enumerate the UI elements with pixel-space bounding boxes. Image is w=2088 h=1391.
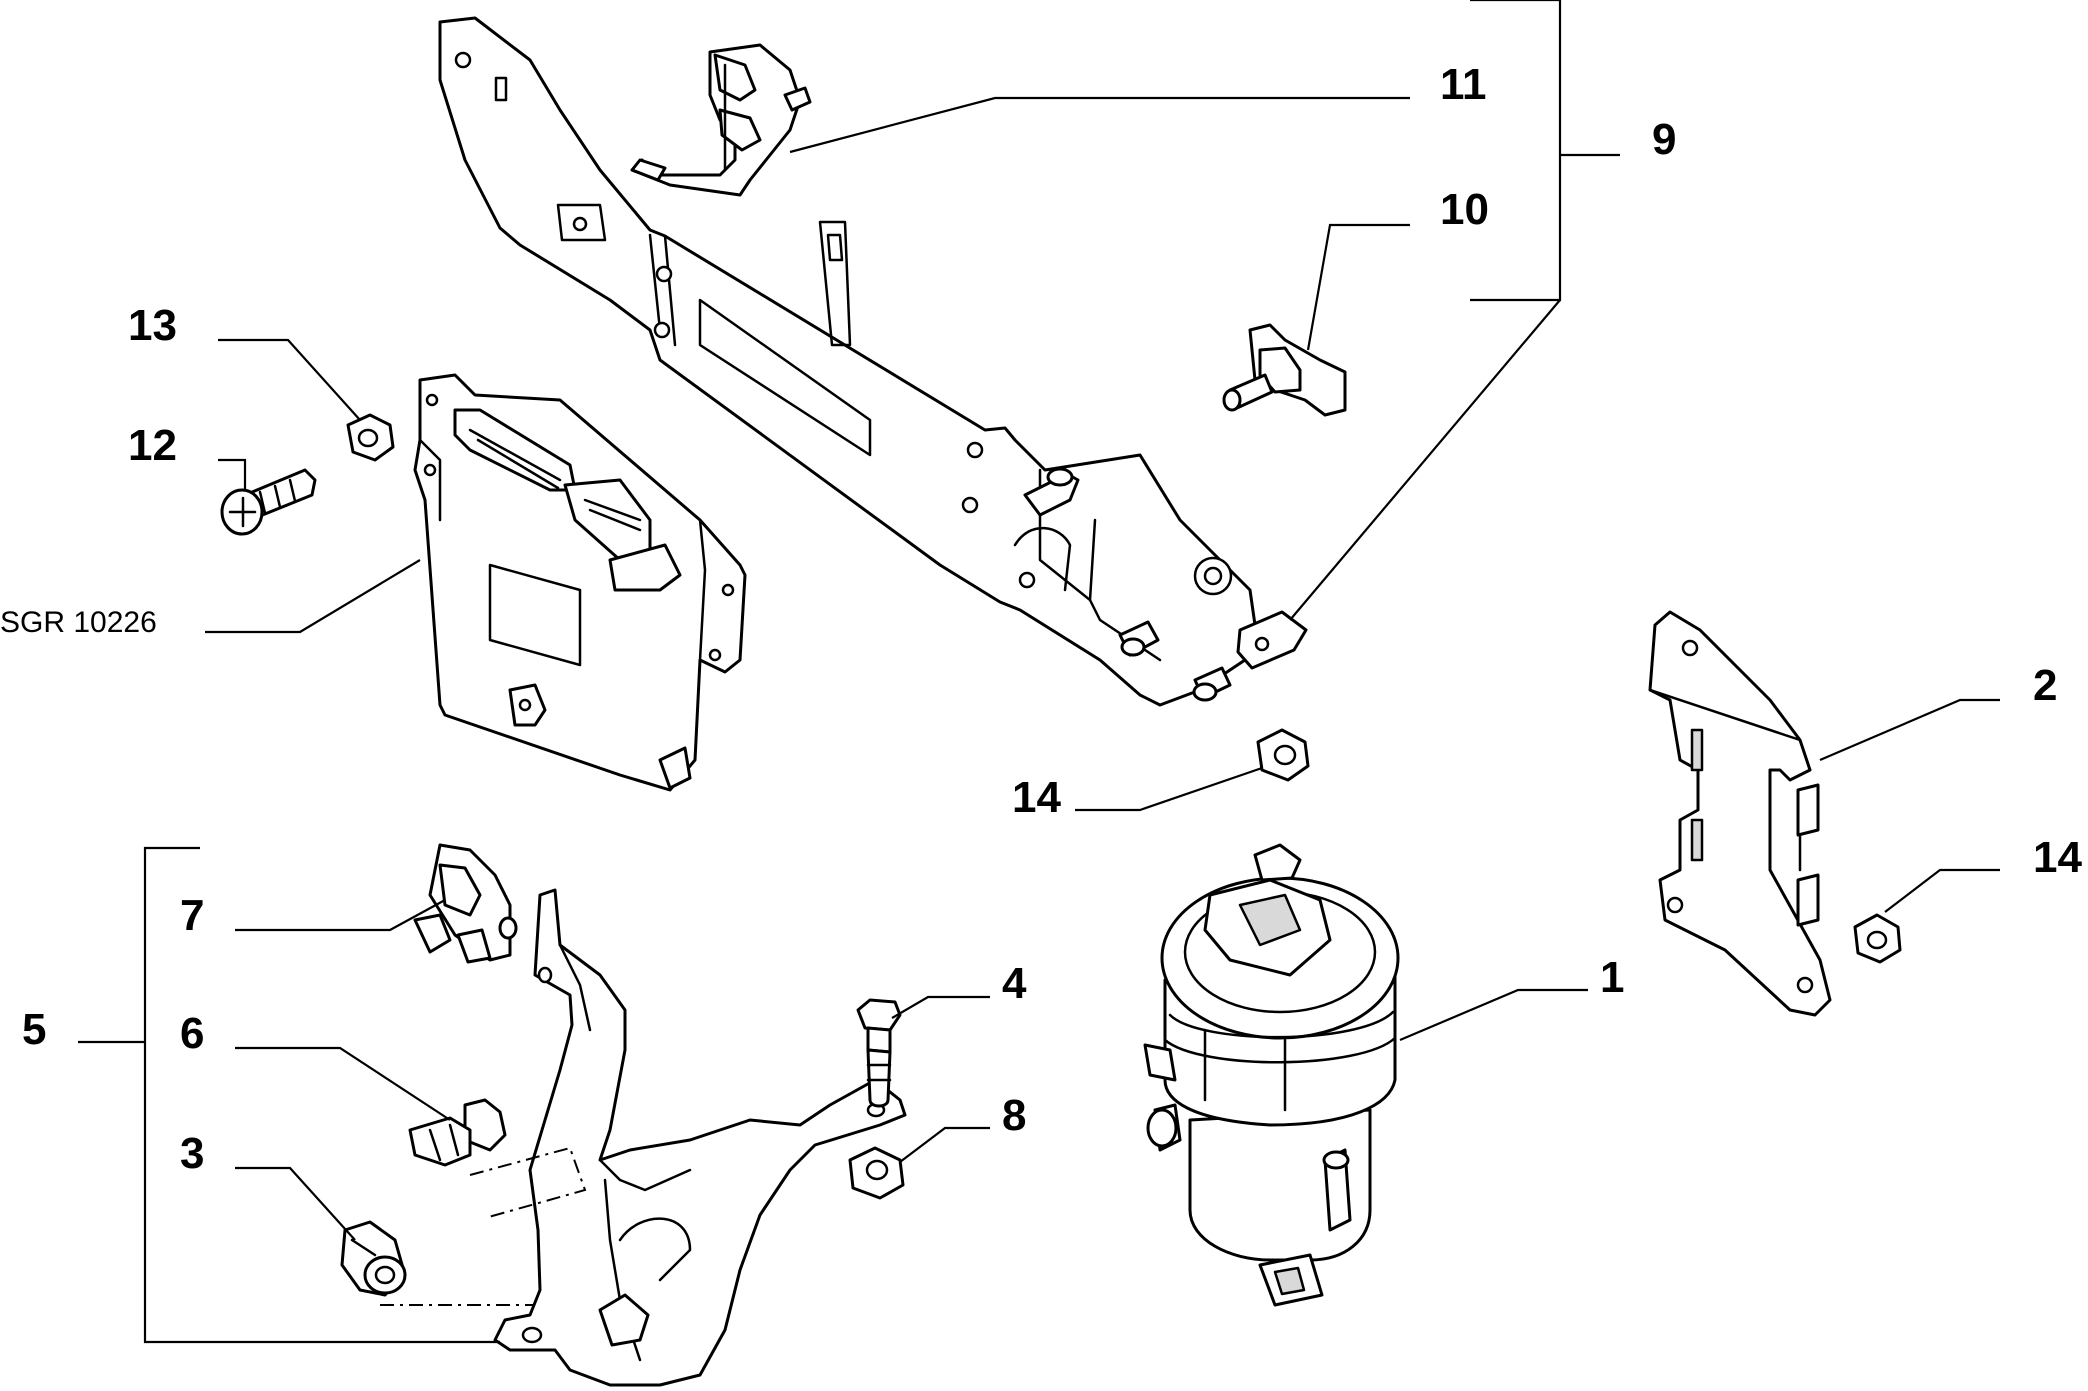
leader-14b <box>1884 868 2000 913</box>
callout-5: 5 <box>22 1005 46 1054</box>
leader-14a <box>1075 766 1263 812</box>
nut-part-8 <box>848 1146 905 1200</box>
leader-12 <box>218 458 247 490</box>
callout-10: 10 <box>1440 185 1489 234</box>
leader-7 <box>235 899 446 932</box>
bolt-part-12 <box>220 468 317 536</box>
leader-1 <box>1399 988 1588 1042</box>
nut-part-14-right <box>1853 913 1902 964</box>
callout-12: 12 <box>128 421 177 470</box>
fuel-filter-part-1 <box>1143 843 1400 1307</box>
leader-sgr <box>205 559 421 634</box>
leader-9 <box>1289 0 1620 621</box>
callout-14-upper: 14 <box>1012 773 1061 822</box>
connector-clip-part-11 <box>630 43 812 197</box>
small-clip-part-10 <box>1222 323 1347 417</box>
leader-3 <box>235 1166 356 1241</box>
callout-9: 9 <box>1652 115 1676 164</box>
callout-6: 6 <box>180 1009 204 1058</box>
bracket-part-2 <box>1648 610 1832 1017</box>
callout-14-right: 14 <box>2033 833 2082 882</box>
callout-3: 3 <box>180 1129 204 1178</box>
callout-11: 11 <box>1440 60 1487 109</box>
nut-part-13 <box>346 413 395 462</box>
callout-4: 4 <box>1002 959 1027 1008</box>
leader-2 <box>1819 698 2000 762</box>
leader-8 <box>899 1126 990 1163</box>
mounting-bracket-part-9 <box>438 16 1308 707</box>
leader-13 <box>218 338 361 421</box>
bolt-part-4 <box>856 998 902 1108</box>
leader-10 <box>1306 223 1410 351</box>
callout-1: 1 <box>1600 953 1624 1002</box>
clip-part-6 <box>408 1098 507 1167</box>
leader-4 <box>891 995 990 1019</box>
callout-13: 13 <box>128 301 177 350</box>
reference-code-label: SGR 10226 <box>0 606 157 639</box>
callout-8: 8 <box>1002 1091 1026 1140</box>
leader-6 <box>235 1046 451 1121</box>
bracket-part-5 <box>493 888 907 1387</box>
nut-part-14-upper <box>1256 728 1310 782</box>
clip-part-7 <box>413 843 518 964</box>
assembly-line-6 <box>469 1146 587 1219</box>
clip-part-3 <box>340 1220 407 1297</box>
control-unit-sgr-10226 <box>413 373 747 792</box>
leader-5 <box>78 846 500 1344</box>
leader-11 <box>789 96 1410 154</box>
callout-7: 7 <box>180 891 204 940</box>
callout-2: 2 <box>2033 661 2057 710</box>
